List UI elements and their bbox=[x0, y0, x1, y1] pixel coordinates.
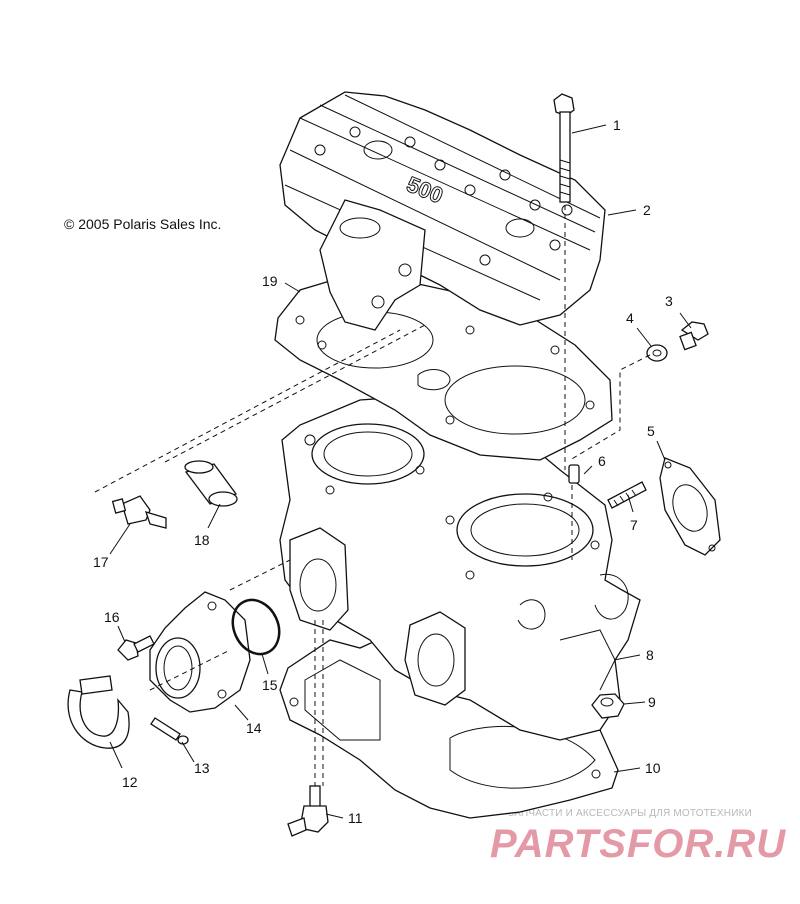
part-5-exhaust-gasket bbox=[659, 457, 721, 556]
callout-13: 13 bbox=[194, 760, 210, 776]
part-14-intake-adaptor bbox=[149, 591, 251, 713]
callout-3: 3 bbox=[665, 293, 673, 309]
part-2-cylinder-head: 500 bbox=[279, 91, 606, 331]
watermark-brand: PARTSFOR.RU bbox=[490, 822, 787, 866]
callout-8: 8 bbox=[646, 647, 654, 663]
callout-6: 6 bbox=[598, 453, 606, 469]
leader-lines bbox=[109, 124, 692, 819]
watermark-subtitle: ЗАПЧАСТИ И АКСЕССУАРЫ ДЛЯ МОТОТЕХНИКИ bbox=[508, 808, 753, 819]
callout-12: 12 bbox=[122, 774, 138, 790]
part-16-bolt bbox=[117, 635, 155, 661]
part-12-clamp bbox=[67, 675, 130, 749]
callout-19: 19 bbox=[262, 273, 278, 289]
part-11-fitting bbox=[287, 785, 329, 837]
callout-15: 15 bbox=[262, 677, 278, 693]
callout-2: 2 bbox=[643, 202, 651, 218]
callout-11: 11 bbox=[348, 810, 363, 826]
part-4-washer bbox=[646, 344, 668, 362]
callout-14: 14 bbox=[246, 720, 262, 736]
alignment-lines bbox=[94, 205, 651, 786]
callout-16: 16 bbox=[104, 609, 120, 625]
callout-10: 10 bbox=[645, 760, 661, 776]
copyright-notice: © 2005 Polaris Sales Inc. bbox=[64, 216, 222, 232]
part-17-temp-sensor bbox=[111, 495, 167, 529]
part-6-dowel-pin bbox=[568, 464, 580, 484]
callout-4: 4 bbox=[626, 310, 634, 326]
callout-7: 7 bbox=[630, 517, 638, 533]
callout-1: 1 bbox=[613, 117, 621, 133]
part-15-o-ring bbox=[231, 598, 281, 656]
part-3-bolt bbox=[679, 321, 709, 351]
part-13-screw bbox=[150, 717, 189, 745]
callout-17: 17 bbox=[93, 554, 109, 570]
part-7-stud bbox=[607, 481, 647, 509]
callout-5: 5 bbox=[647, 423, 655, 439]
callout-labels: 1 2 3 4 5 6 7 8 9 10 11 12 13 14 15 16 1… bbox=[93, 117, 673, 826]
part-1-bolt bbox=[553, 93, 575, 203]
callout-18: 18 bbox=[194, 532, 210, 548]
part-18-sleeve bbox=[184, 460, 238, 507]
callout-9: 9 bbox=[648, 694, 656, 710]
